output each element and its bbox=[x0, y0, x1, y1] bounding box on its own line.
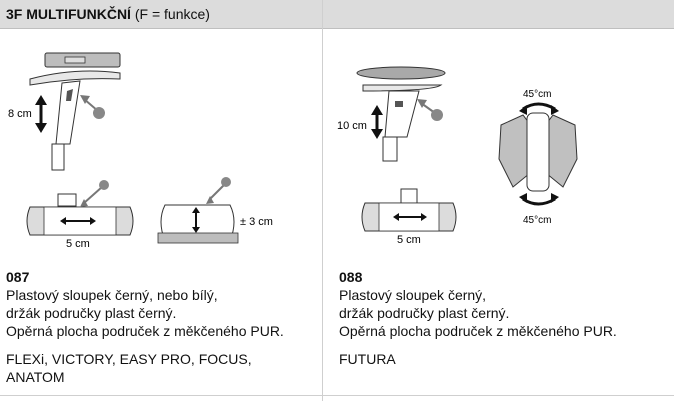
description-line: Opěrná plocha područek z měkčeného PUR. bbox=[339, 323, 617, 339]
models-line: FUTURA bbox=[339, 351, 396, 367]
column-divider bbox=[322, 0, 323, 401]
rotation-top-label: 45°cm bbox=[523, 89, 551, 100]
description-line: Plastový sloupek černý, nebo bílý, bbox=[6, 287, 218, 303]
height-arrow-icon bbox=[35, 95, 47, 133]
armrest-side-view-depth bbox=[157, 177, 239, 244]
section-title: 3F MULTIFUNKČNÍ (F = funkce) bbox=[6, 6, 210, 22]
height-label: 10 cm bbox=[337, 120, 367, 132]
compatible-models: FUTURA bbox=[339, 350, 396, 368]
armrest-088-panel: 10 cm 45°cm 45°cm 5 bbox=[323, 29, 674, 395]
armrest-rotation-view bbox=[498, 102, 578, 206]
product-description: Plastový sloupek černý, držák područky p… bbox=[339, 286, 617, 340]
armrest-top-view-width bbox=[361, 188, 457, 232]
pointer-icon bbox=[80, 95, 105, 119]
armrest-087-panel: 8 cm 5 cm bbox=[0, 29, 322, 395]
description-line: držák područky plast černý. bbox=[6, 305, 177, 321]
section-title-suffix: (F = funkce) bbox=[134, 6, 210, 22]
models-line: ANATOM bbox=[6, 369, 65, 385]
description-line: Opěrná plocha područek z měkčeného PUR. bbox=[6, 323, 284, 339]
width-label: 5 cm bbox=[397, 234, 421, 246]
width-label: 5 cm bbox=[66, 238, 90, 250]
product-code: 088 bbox=[339, 269, 363, 285]
product-code: 087 bbox=[6, 269, 30, 285]
armrest-top-view-width bbox=[26, 180, 134, 236]
description-line: držák područky plast černý. bbox=[339, 305, 510, 321]
pointer-icon bbox=[417, 99, 443, 121]
description-line: Plastový sloupek černý, bbox=[339, 287, 487, 303]
rotation-bottom-label: 45°cm bbox=[523, 215, 551, 226]
compatible-models: FLEXi, VICTORY, EASY PRO, FOCUS, ANATOM bbox=[6, 350, 252, 386]
section-header: 3F MULTIFUNKČNÍ (F = funkce) bbox=[0, 0, 674, 29]
models-line: FLEXi, VICTORY, EASY PRO, FOCUS, bbox=[6, 351, 252, 367]
height-arrow-icon bbox=[371, 105, 383, 139]
armrest-087-illustration: 8 cm 5 cm bbox=[8, 52, 273, 250]
armrest-088-illustration: 10 cm 45°cm 45°cm 5 bbox=[337, 66, 578, 246]
height-label: 8 cm bbox=[8, 108, 32, 120]
armrest-side-view bbox=[29, 52, 121, 171]
bottom-border bbox=[0, 395, 674, 396]
depth-label: ± 3 cm bbox=[240, 216, 273, 228]
product-description: Plastový sloupek černý, nebo bílý, držák… bbox=[6, 286, 284, 340]
section-title-bold: 3F MULTIFUNKČNÍ bbox=[6, 6, 131, 22]
armrest-side-view bbox=[356, 66, 446, 162]
